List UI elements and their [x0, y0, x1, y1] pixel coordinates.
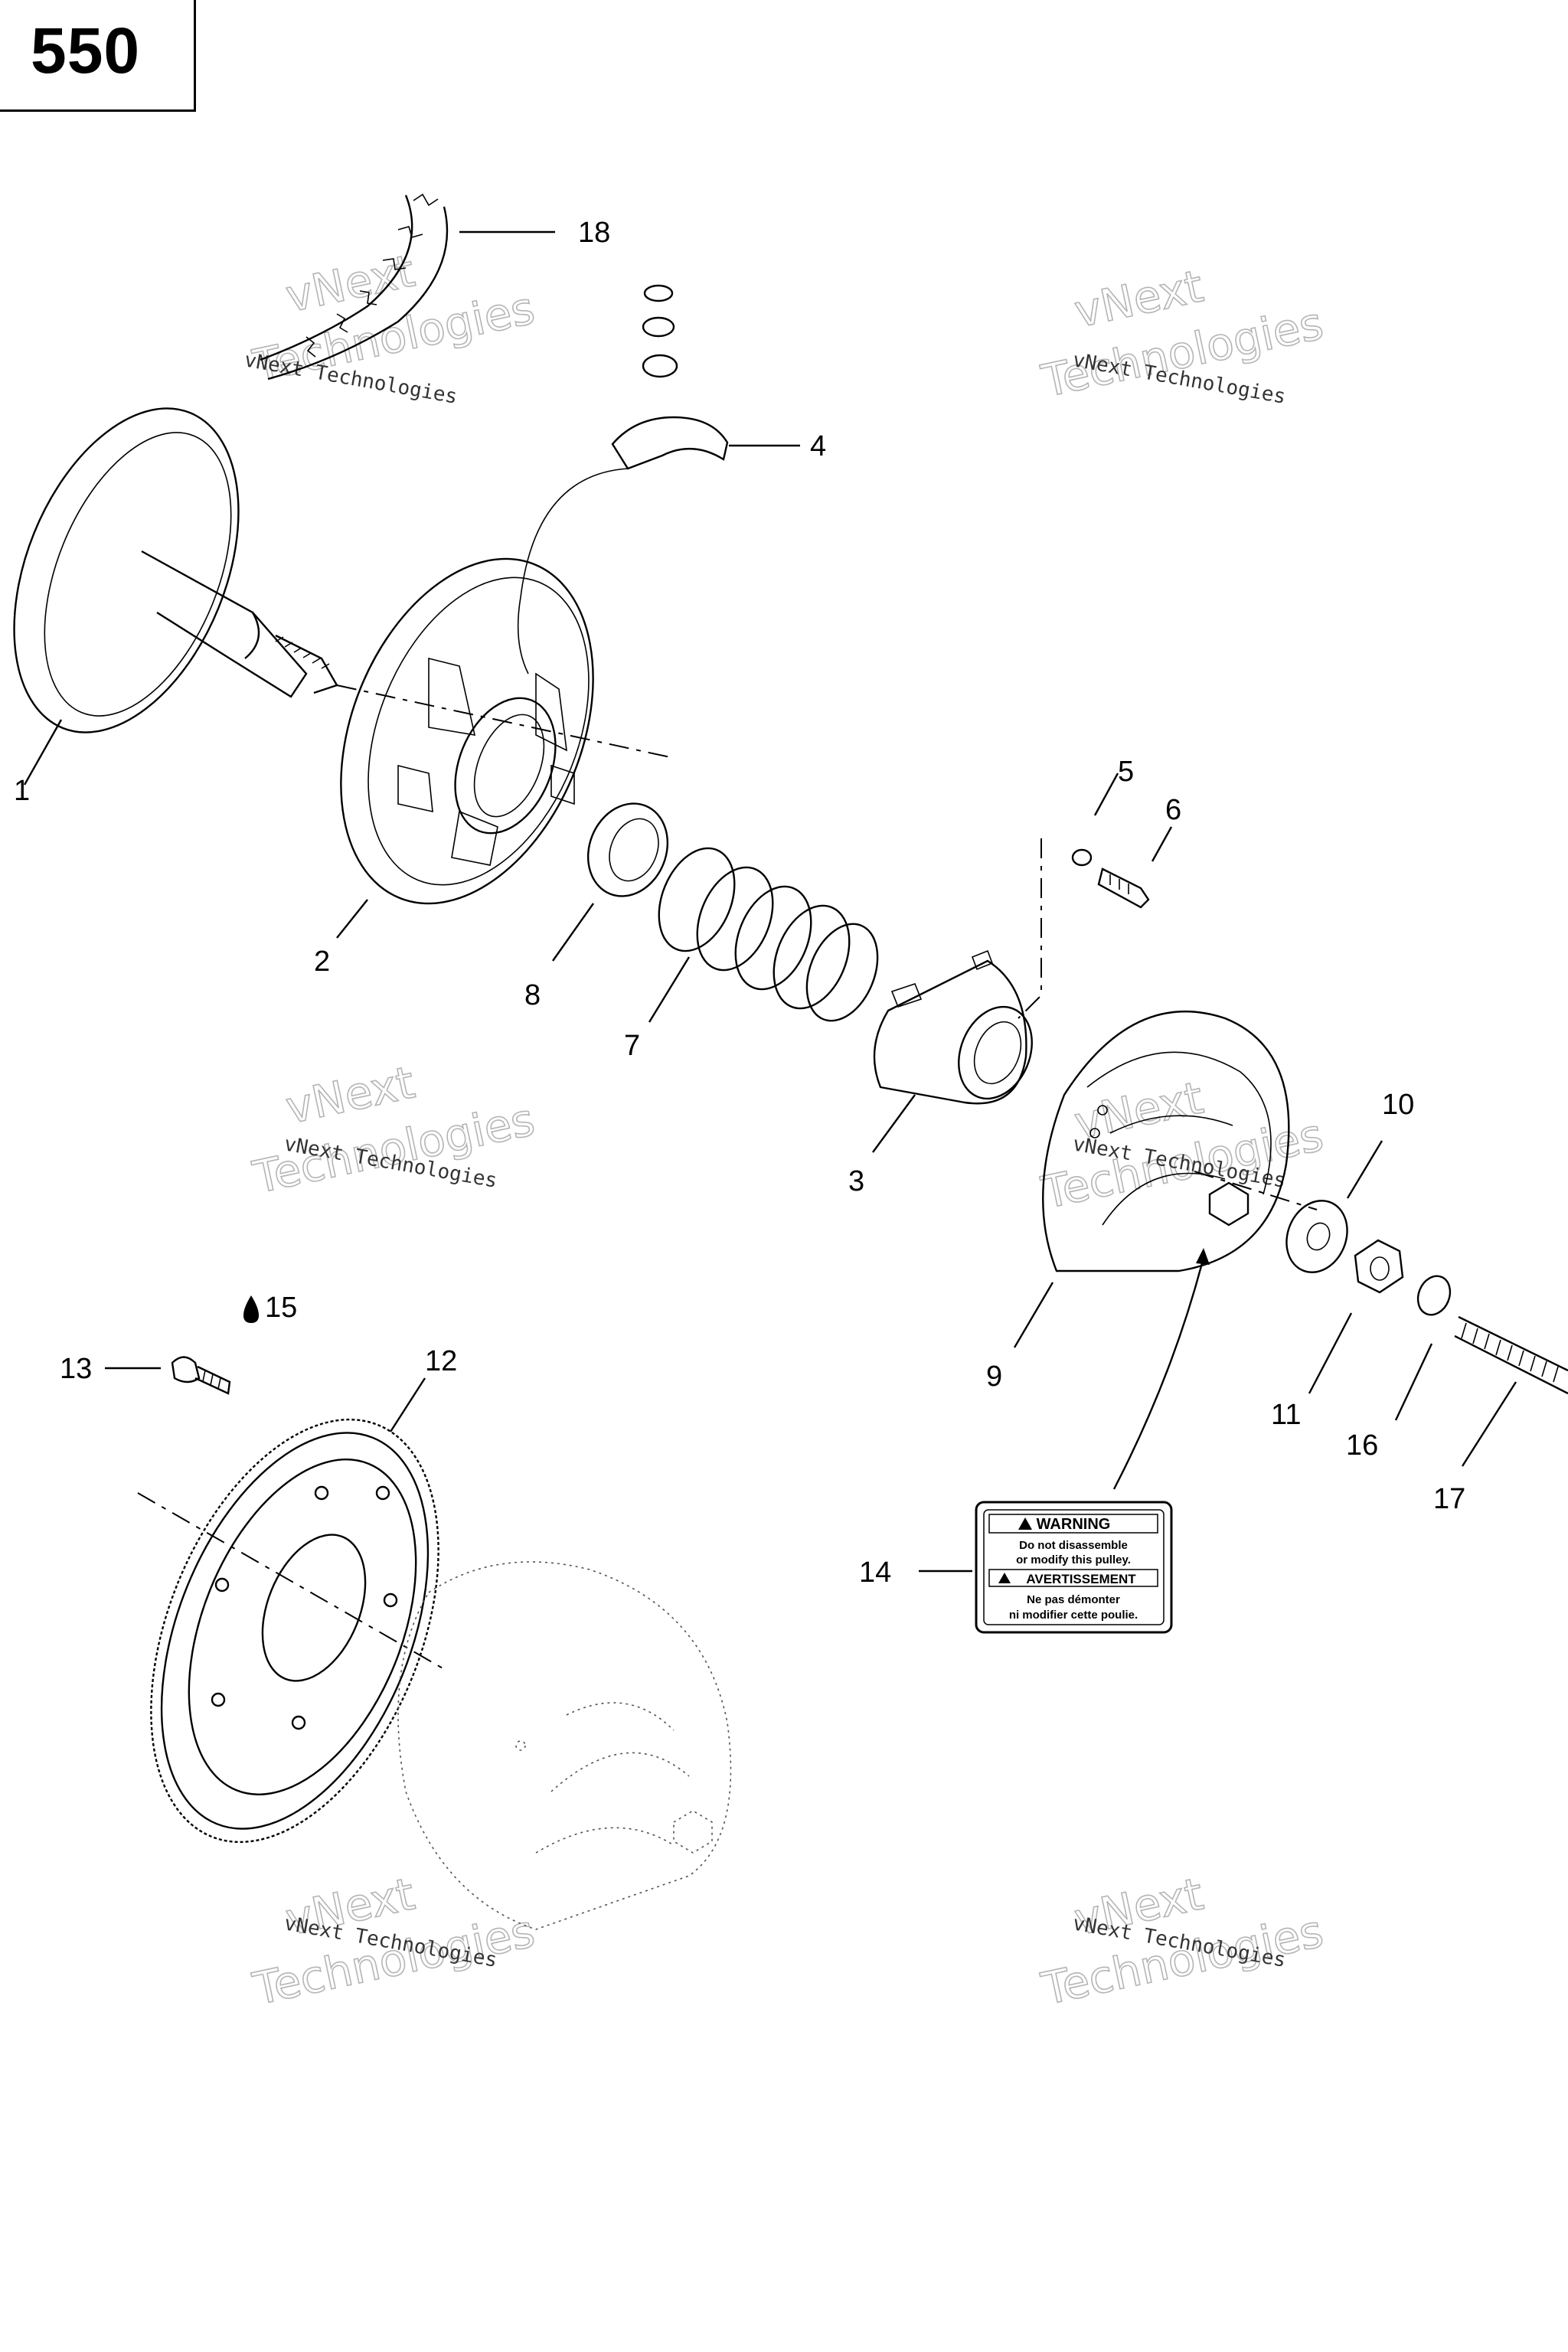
callout-17: 17 — [1433, 1483, 1465, 1515]
centerline — [336, 684, 675, 759]
centerline — [137, 1492, 445, 1670]
callout-8: 8 — [524, 979, 541, 1011]
cam — [873, 949, 1033, 1105]
callout-1: 1 — [14, 775, 30, 807]
page-number-box: 550 — [0, 0, 196, 112]
svg-text:WARNING: WARNING — [1037, 1516, 1111, 1533]
phantom-cover — [397, 1561, 732, 1930]
svg-text:Do not disassemble: Do not disassemble — [1019, 1539, 1128, 1552]
svg-text:Ne pas démonter: Ne pas démonter — [1027, 1593, 1120, 1606]
warning-decal: WARNING Do not disassemble or modify thi… — [975, 1501, 1173, 1634]
slider-shoe — [517, 284, 729, 675]
callout-11: 11 — [1271, 1399, 1301, 1431]
callout-4: 4 — [810, 430, 826, 462]
movable-sheave — [340, 557, 594, 905]
spring — [658, 847, 879, 1022]
nut-11 — [1354, 1239, 1404, 1294]
washer-10 — [1285, 1200, 1348, 1273]
callout-10: 10 — [1382, 1089, 1414, 1121]
callout-2: 2 — [314, 946, 330, 978]
screw-13 — [171, 1356, 231, 1395]
spring-retainer — [586, 802, 669, 897]
warning-triangle-icon — [1018, 1517, 1032, 1530]
callout-15: 15 — [265, 1292, 297, 1324]
callout-5: 5 — [1118, 756, 1134, 788]
callout-13: 13 — [60, 1353, 92, 1385]
callout-12: 12 — [425, 1345, 457, 1377]
callout-18: 18 — [578, 217, 610, 249]
svg-text:AVERTISSEMENT: AVERTISSEMENT — [1026, 1572, 1136, 1586]
lock-washer-16 — [1416, 1275, 1452, 1316]
fixed-sheave — [13, 407, 338, 733]
warning-triangle-icon — [998, 1573, 1011, 1583]
svg-text:or modify this pulley.: or modify this pulley. — [1016, 1553, 1131, 1566]
svg-text:ni modifier cette poulie.: ni modifier cette poulie. — [1009, 1609, 1138, 1622]
callout-7: 7 — [624, 1030, 640, 1062]
ring-gear — [150, 1418, 439, 1844]
leader-lines — [23, 230, 1517, 1573]
callout-9: 9 — [986, 1361, 1002, 1393]
watermark: vNext Technologies — [1037, 1071, 1328, 1220]
callout-16: 16 — [1346, 1429, 1378, 1462]
callout-6: 6 — [1165, 794, 1181, 826]
drive-belt — [260, 193, 449, 381]
loctite-drop-icon — [243, 1295, 259, 1323]
bolt-17 — [1454, 1315, 1568, 1395]
washer-and-screw — [1018, 838, 1150, 1019]
page-number: 550 — [31, 15, 141, 87]
callout-3: 3 — [848, 1165, 864, 1197]
callout-14: 14 — [859, 1557, 891, 1589]
